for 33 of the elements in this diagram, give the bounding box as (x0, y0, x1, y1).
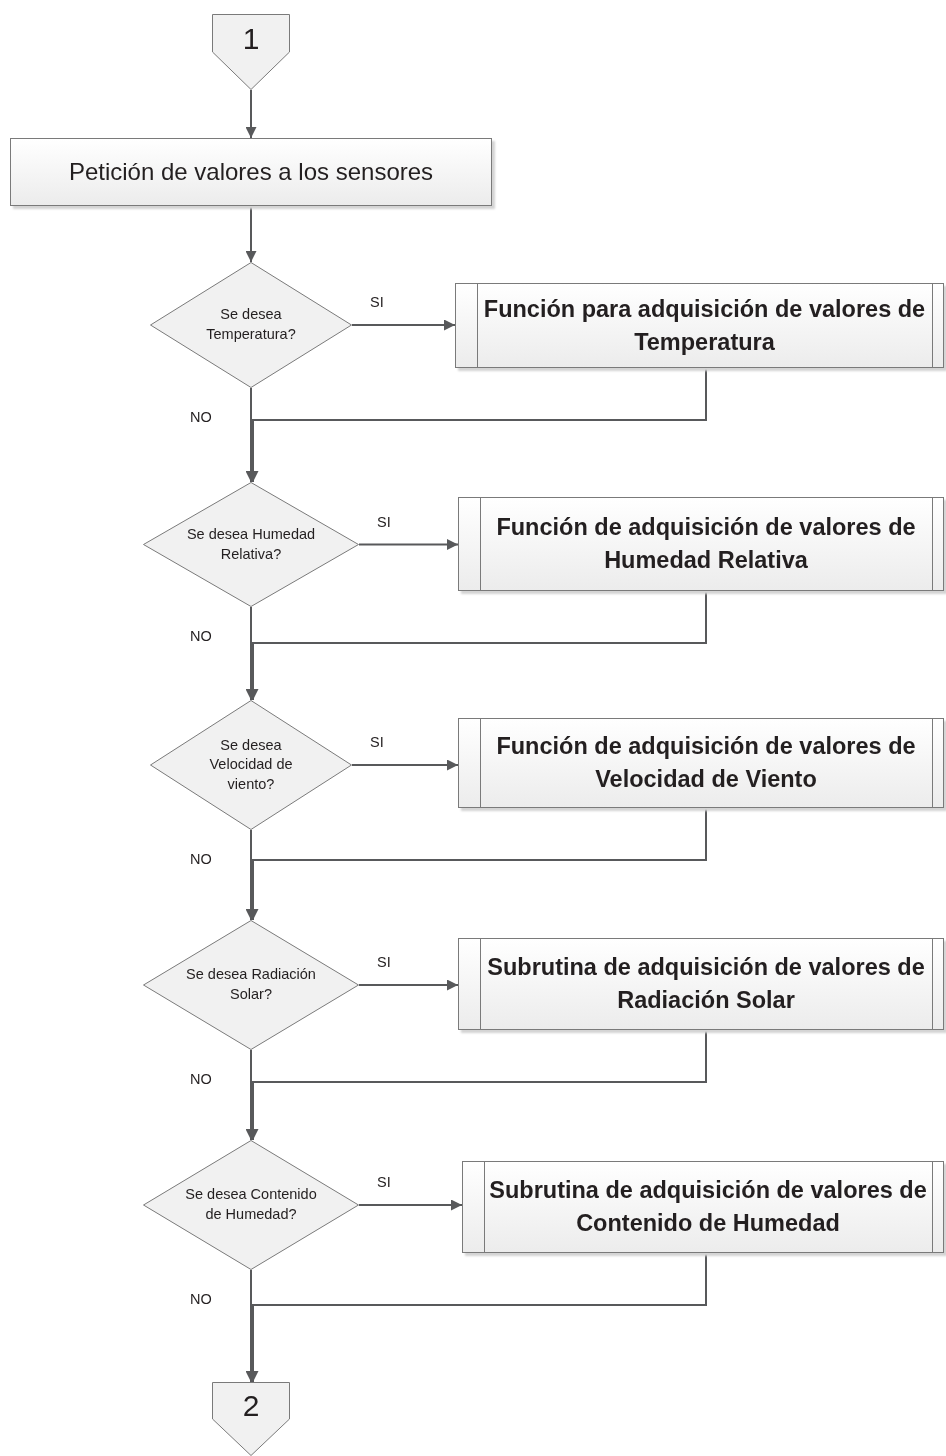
decision-diamond (143, 1140, 359, 1270)
decision-text: Se desea Humedad Relativa? (185, 524, 317, 564)
off-page-connector (212, 1382, 290, 1456)
decision-diamond (143, 482, 359, 607)
decision-text: Se desea Contenido de Humedad? (184, 1185, 318, 1224)
process-text: Petición de valores a los sensores (68, 158, 434, 186)
decision-text: Se desea Radiación Solar? (185, 965, 317, 1004)
process-text: Función de adquisición de valores de Humedad Relativa (495, 513, 917, 575)
process-box (10, 138, 492, 206)
arrow (358, 1199, 463, 1211)
predefined-process-box (458, 718, 944, 808)
connector-number: 1 (242, 22, 260, 56)
decision-diamond (150, 700, 352, 830)
arrow (245, 205, 257, 263)
connector-number: 2 (242, 1389, 260, 1423)
arrow (351, 759, 459, 771)
predefined-process-box (462, 1161, 944, 1253)
predefined-process-box (455, 283, 944, 368)
decision-diamond (143, 920, 359, 1050)
arrow (358, 539, 459, 550)
process-text: Subrutina de adquisición de valores de Contenido de Humedad (488, 1176, 928, 1238)
predefined-process-box (458, 497, 944, 591)
decision-diamond (150, 262, 352, 388)
arrow (351, 319, 456, 331)
predefined-process-box (458, 938, 944, 1030)
process-text: Función de adquisición de valores de Velocidad de Viento (495, 732, 917, 794)
arrow (358, 979, 459, 991)
decision-text: Se desea Velocidad de viento? (208, 735, 294, 794)
process-text: Subrutina de adquisición de valores de Radiación Solar (486, 953, 926, 1015)
arrow (245, 89, 257, 139)
decision-text: Se desea Temperatura? (205, 305, 297, 344)
process-text: Función para adquisición de valores de Temperatura (482, 294, 927, 357)
off-page-connector (212, 14, 290, 90)
